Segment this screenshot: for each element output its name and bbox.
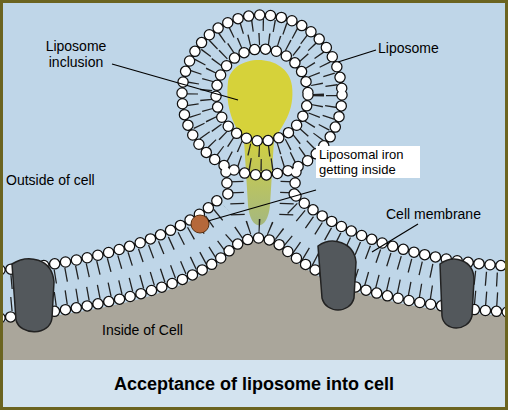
iron-particle — [191, 215, 209, 233]
callout-box: Liposomal iron getting inside — [316, 146, 420, 178]
part-label: Cell membrane — [386, 206, 506, 222]
membrane-protein — [318, 241, 356, 310]
lipid-heads — [0, 15, 508, 318]
membrane-protein — [12, 259, 54, 332]
part-label: Liposome inclusion — [36, 38, 116, 70]
lipid-tails — [206, 39, 318, 151]
diagram-caption: Acceptance of liposome into cell — [0, 374, 508, 395]
callout-text: Liposomal iron getting inside — [319, 147, 417, 177]
part-label: Liposome — [378, 40, 478, 56]
membrane-protein — [440, 259, 474, 328]
caption-strip — [0, 360, 508, 410]
part-label: Outside of cell — [6, 172, 146, 188]
part-label: Inside of Cell — [102, 322, 242, 338]
lipid-tails — [192, 25, 332, 165]
lipid-heads-outline — [0, 15, 508, 318]
leader-lines — [112, 50, 418, 252]
